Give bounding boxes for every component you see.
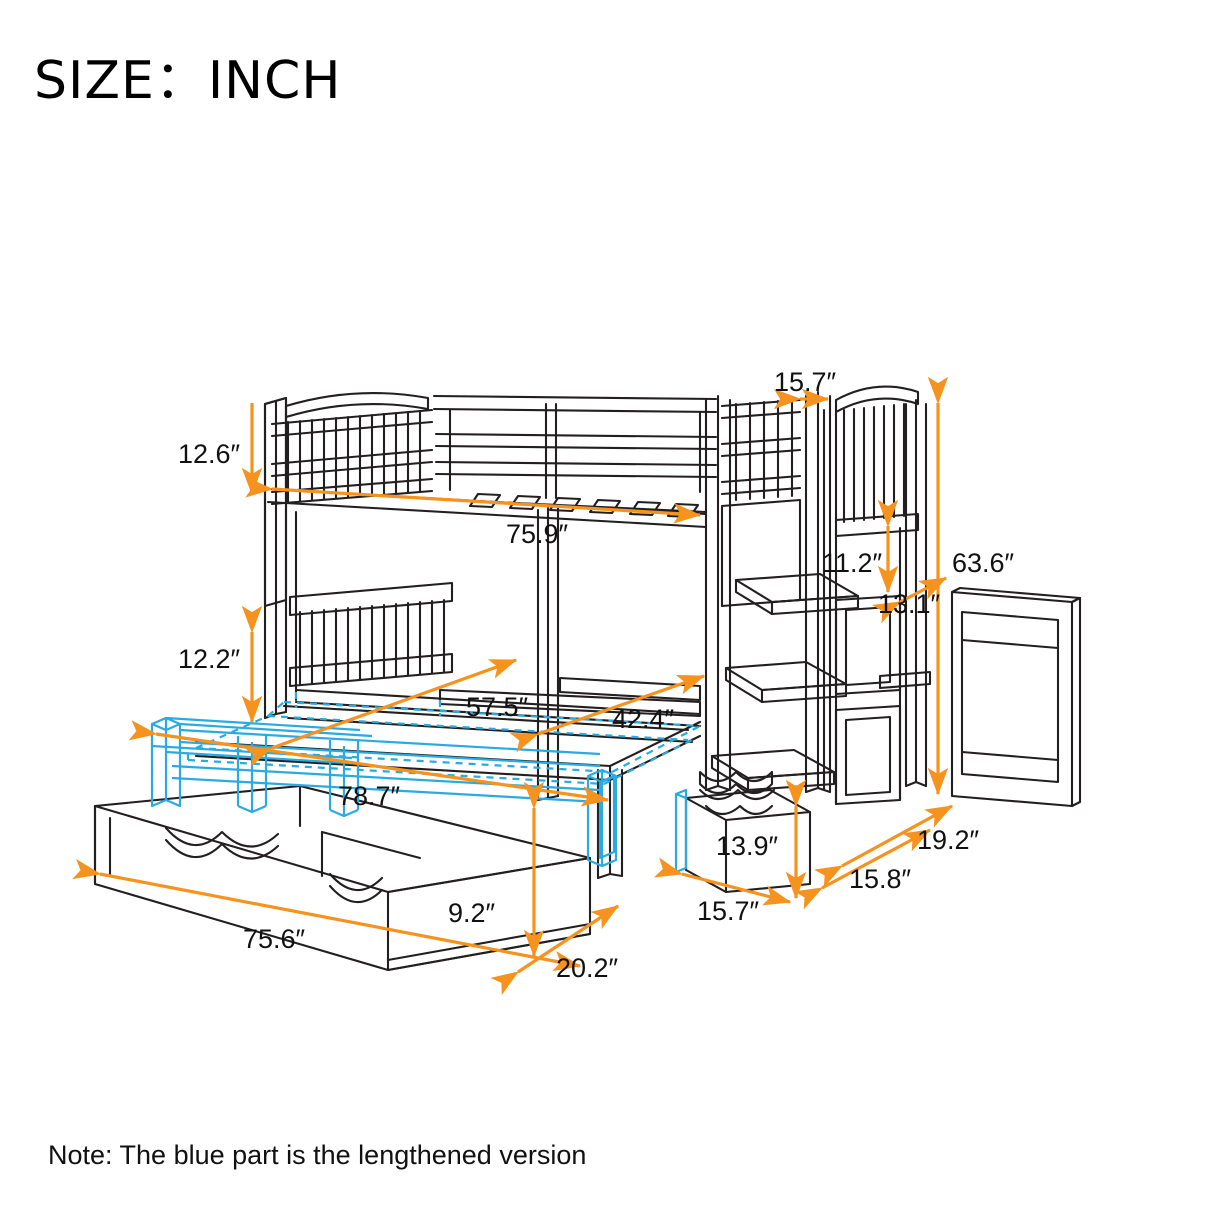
dim-line-19-2: [814, 804, 954, 888]
dim-label-upper-bunk-length: 75.9″: [506, 519, 569, 549]
dim-label-stair-opening-height: 11.2″: [822, 548, 883, 578]
bed-left-posts: [263, 396, 560, 802]
dim-line-15-7-drawer: [654, 857, 792, 906]
dim-label-stair-drawer-width: 15.7″: [697, 896, 760, 926]
upper-bunk-slats: [266, 487, 708, 529]
page-title: SIZE：INCH: [34, 51, 342, 111]
diagram-note: Note: The blue part is the lengthened ve…: [48, 1140, 587, 1170]
dim-label-upper-guardrail-height: 12.6″: [178, 439, 241, 469]
dim-label-lower-bunk-diagonal: 42.4″: [612, 704, 675, 734]
dim-label-stair-base-depth: 15.8″: [849, 864, 912, 894]
dim-label-trundle-length: 75.6″: [243, 924, 306, 954]
dim-label-side-panel-depth: 19.2″: [917, 825, 980, 855]
dim-label-trundle-depth: 20.2″: [556, 953, 619, 983]
dim-line-75-6: [72, 859, 582, 972]
door-panel: [950, 586, 1082, 808]
dim-label-trundle-height: 9.2″: [448, 898, 496, 928]
dim-line-75-9: [245, 477, 702, 524]
lower-bunk-headboard: [288, 581, 454, 688]
dim-label-lower-bunk-clearance: 12.2″: [178, 644, 241, 674]
dim-label-lengthened-bed-length: 78.7″: [338, 781, 401, 811]
dim-label-headboard-gap: 15.7″: [774, 367, 837, 397]
dim-label-stair-tread-depth: 13.1″: [878, 589, 941, 619]
dim-label-stair-drawer-height: 13.9″: [716, 831, 779, 861]
upper-bunk-guardrail: [432, 394, 718, 500]
dimension-arrows-group: [72, 376, 954, 996]
dim-label-lower-bunk-inner-length: 57.5″: [466, 692, 529, 722]
upper-left-headboard: [263, 391, 434, 608]
dimension-labels-group: 12.6″ 75.9″ 15.7″ 11.2″ 13.1″ 63.6″ 12.2…: [178, 367, 1015, 983]
furniture-outline-group: [93, 385, 1082, 972]
dim-label-overall-height: 63.6″: [952, 548, 1015, 578]
dim-line-20-2: [490, 904, 620, 996]
staircase-unit: [698, 385, 932, 806]
trundle-drawer: [93, 784, 592, 972]
